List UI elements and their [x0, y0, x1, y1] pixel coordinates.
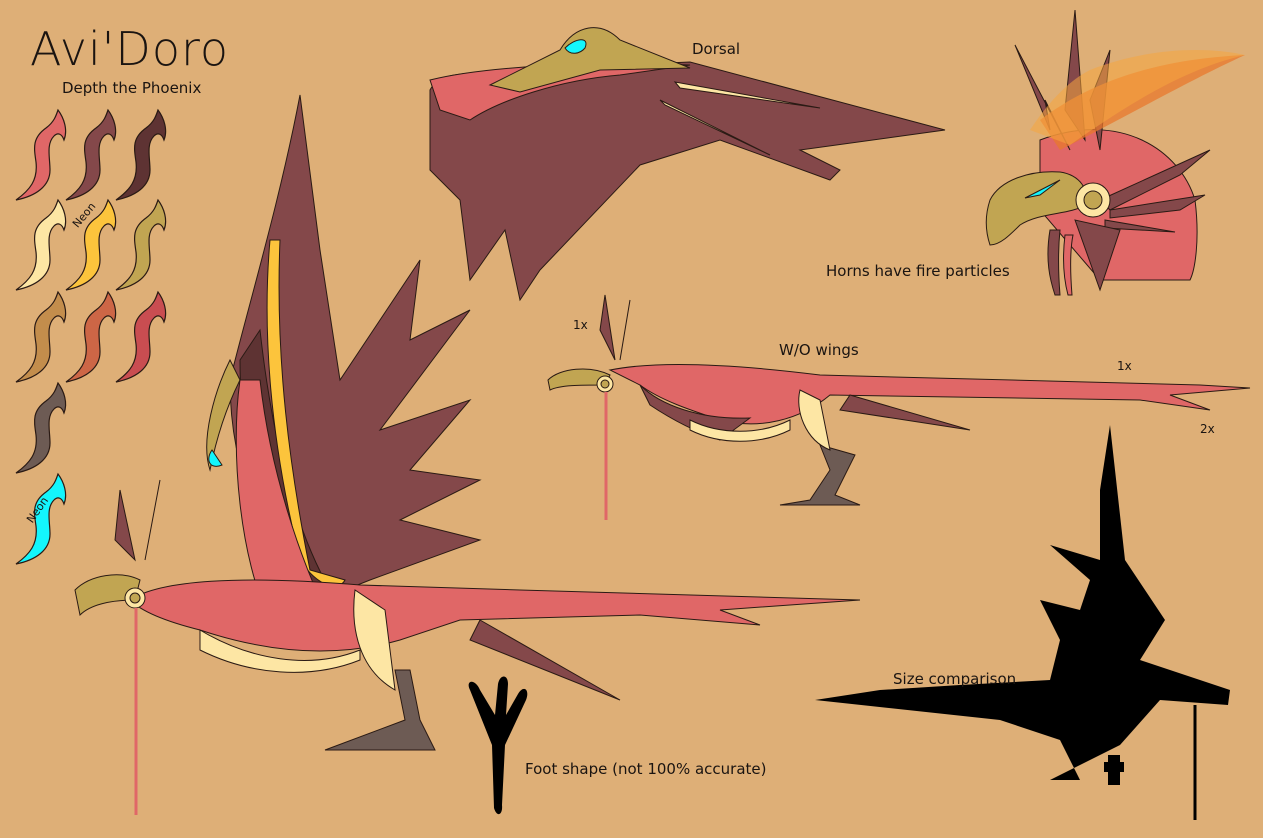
foot-shape-illustration	[468, 676, 528, 815]
swatch-olive-gold	[115, 199, 167, 291]
swatch-tan	[15, 291, 67, 383]
swatch-red	[115, 291, 167, 383]
swatch-cream	[15, 199, 67, 291]
sheet-subtitle: Depth the Phoenix	[62, 79, 202, 97]
main-side-view-illustration	[74, 94, 861, 815]
scale-annotation-tail-2x: 2x	[1200, 422, 1215, 436]
swatch-burnt-orange	[65, 291, 117, 383]
dorsal-view-illustration	[429, 27, 946, 302]
scale-annotation-tail: 1x	[1117, 359, 1132, 373]
swatch-salmon	[15, 109, 67, 201]
head-fire-label: Horns have fire particles	[826, 262, 1010, 280]
swatch-dark-maroon	[115, 109, 167, 201]
scale-annotation-head: 1x	[573, 318, 588, 332]
wingless-label: W/O wings	[779, 341, 859, 359]
foot-shape-label: Foot shape (not 100% accurate)	[525, 760, 767, 778]
swatch-maroon	[65, 109, 117, 201]
wingless-view-illustration	[547, 294, 1251, 520]
size-comparison-silhouette	[815, 425, 1230, 820]
swatch-neon-cyan	[15, 473, 67, 565]
dorsal-label: Dorsal	[692, 40, 741, 58]
swatch-grey-brown	[15, 382, 67, 474]
size-comparison-label: Size comparison	[893, 670, 1017, 688]
sheet-title: Avi'Doro	[30, 22, 230, 76]
head-view-illustration	[985, 9, 1245, 296]
